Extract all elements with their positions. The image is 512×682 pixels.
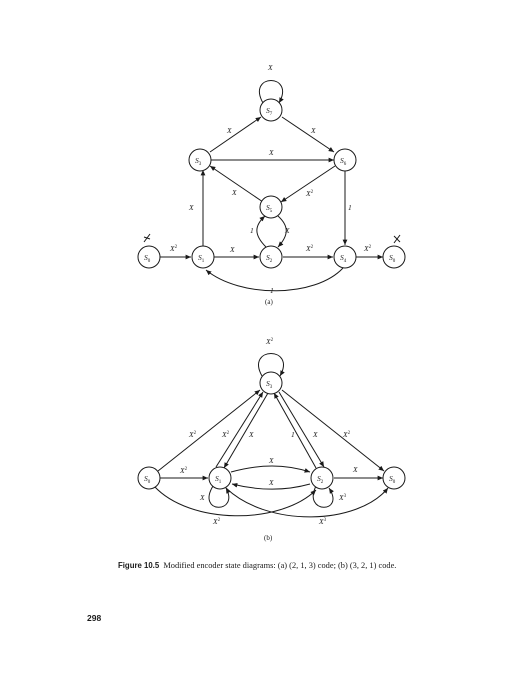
label-b_e_s3_s0: X2 <box>342 430 351 439</box>
label-a_e_s5_s2: X <box>284 226 290 235</box>
svg-text:S3: S3 <box>266 379 273 390</box>
node-a_s5: S5 <box>259 195 283 219</box>
panel-label-a: (a) <box>265 298 273 306</box>
edge-b_e_s0_s2 <box>153 485 317 517</box>
label-a_e_s3_s7: X <box>226 126 232 135</box>
label-a_e_s6_s4: 1 <box>348 203 352 212</box>
label-a_e_s3_s6: X <box>268 148 274 157</box>
node-b_s2: S2 <box>310 466 334 490</box>
edge-a_e_s6_s5 <box>280 165 336 203</box>
label-a_e_s4_s1: 1 <box>270 286 274 295</box>
label-b_e_s0_s1: X2 <box>179 466 188 475</box>
label-a_e_s2_s4: X2 <box>305 244 314 253</box>
label-a_e_s5_s3: X <box>231 188 237 197</box>
cross-mark-left <box>143 233 151 243</box>
label-a_e_s6_s5: X2 <box>305 189 314 198</box>
label-a_e_s7_loop: X <box>267 63 273 72</box>
svg-text:S5: S5 <box>266 203 273 214</box>
edge-b_e_s0_s3 <box>157 389 261 472</box>
node-a_s4: S4 <box>333 245 357 269</box>
label-a_e_s7_s6: X <box>310 126 316 135</box>
edge-b_e_s1_loop <box>208 485 231 508</box>
edge-b_e_s1_s3 <box>215 391 264 468</box>
label-a_e_s4_s0: X2 <box>363 244 372 253</box>
edge-b_e_s2_s3 <box>273 392 317 469</box>
label-b_e_s0_s3: X2 <box>188 430 197 439</box>
label-b_e_s2_s0: X <box>352 465 358 474</box>
svg-text:S0: S0 <box>144 253 151 264</box>
label-a_e_s1_s3: X <box>188 203 194 212</box>
figure-caption: Figure 10.5 Modified encoder state diagr… <box>118 561 403 572</box>
edge-a_e_s7_loop <box>259 80 284 104</box>
label-b_e_s2_loop: X3 <box>338 493 347 502</box>
svg-text:S0: S0 <box>389 253 396 264</box>
label-b_e_s1_loop: X <box>199 493 205 502</box>
edge-b_e_s2_s1 <box>231 482 311 490</box>
label-a_e_s1_s2: X <box>229 245 235 254</box>
label-b_e_s3_s2: X <box>312 430 318 439</box>
node-a_s7: S7 <box>259 98 283 122</box>
edge-b_e_s3_s1 <box>223 392 269 469</box>
label-b_e_s2_s3: 1 <box>291 430 295 439</box>
edge-b_e_s3_s2 <box>278 391 325 468</box>
node-a_s3: S3 <box>188 148 212 172</box>
edge-a_e_s3_s7 <box>209 116 262 153</box>
svg-text:S0: S0 <box>144 474 151 485</box>
svg-text:S0: S0 <box>389 474 396 485</box>
figure-label: Figure 10.5 <box>118 561 160 570</box>
state-diagram-b: S0 S1 S2 S3 S0 X2 X2 X2 X 1 X X2 X2 X X … <box>137 337 406 542</box>
edge-a_e_s5_s2 <box>277 215 287 248</box>
panel-label-b: (b) <box>264 534 273 542</box>
edge-a_e_s4_s1 <box>205 267 344 292</box>
svg-text:S1: S1 <box>215 474 222 485</box>
node-a_s0_left: S0 <box>137 245 161 269</box>
label-b_e_s3_loop: X2 <box>265 337 274 346</box>
svg-text:S1: S1 <box>198 253 205 264</box>
label-b_e_s1_s0: X3 <box>318 517 327 526</box>
label-b_e_s0_s2: X2 <box>212 517 221 526</box>
node-b_s3: S3 <box>259 371 283 395</box>
node-b_s1: S1 <box>208 466 232 490</box>
node-b_s0_right: S0 <box>382 466 406 490</box>
label-b_e_s1_s3: X2 <box>221 430 230 439</box>
caption-text: Modified encoder state diagrams: (a) (2,… <box>163 561 397 570</box>
svg-text:S4: S4 <box>340 253 347 264</box>
edge-a_e_s5_s3 <box>209 165 264 203</box>
node-a_s1: S1 <box>191 245 215 269</box>
edge-b_e_s3_loop <box>258 353 285 377</box>
cross-mark-right <box>393 234 401 244</box>
page-number: 298 <box>87 613 102 623</box>
svg-text:S3: S3 <box>195 156 202 167</box>
label-b_e_s3_s1: X <box>248 430 254 439</box>
svg-text:S7: S7 <box>266 106 273 117</box>
label-a_e_s0_s1: X2 <box>169 244 178 253</box>
node-b_s0_left: S0 <box>137 466 161 490</box>
edge-b_e_s1_s0 <box>225 487 389 518</box>
label-b_e_s2_s1: X <box>268 478 274 487</box>
svg-text:S2: S2 <box>317 474 324 485</box>
svg-text:S2: S2 <box>266 253 273 264</box>
edge-a_e_s2_s5 <box>256 215 267 248</box>
edge-b_e_s3_s0 <box>281 389 385 472</box>
edge-a_e_s7_s6 <box>281 116 335 153</box>
node-a_s0_right: S0 <box>382 245 406 269</box>
state-diagram-a: S0 S1 S2 S3 S4 S5 S6 S7 <box>137 63 406 306</box>
label-a_e_s2_s5: 1 <box>250 226 254 235</box>
node-a_s2: S2 <box>259 245 283 269</box>
node-a_s6: S6 <box>333 148 357 172</box>
edge-b_e_s1_s2_top <box>230 465 311 473</box>
label-b_e_s1_s2_top: X <box>268 456 274 465</box>
svg-text:S6: S6 <box>340 156 347 167</box>
